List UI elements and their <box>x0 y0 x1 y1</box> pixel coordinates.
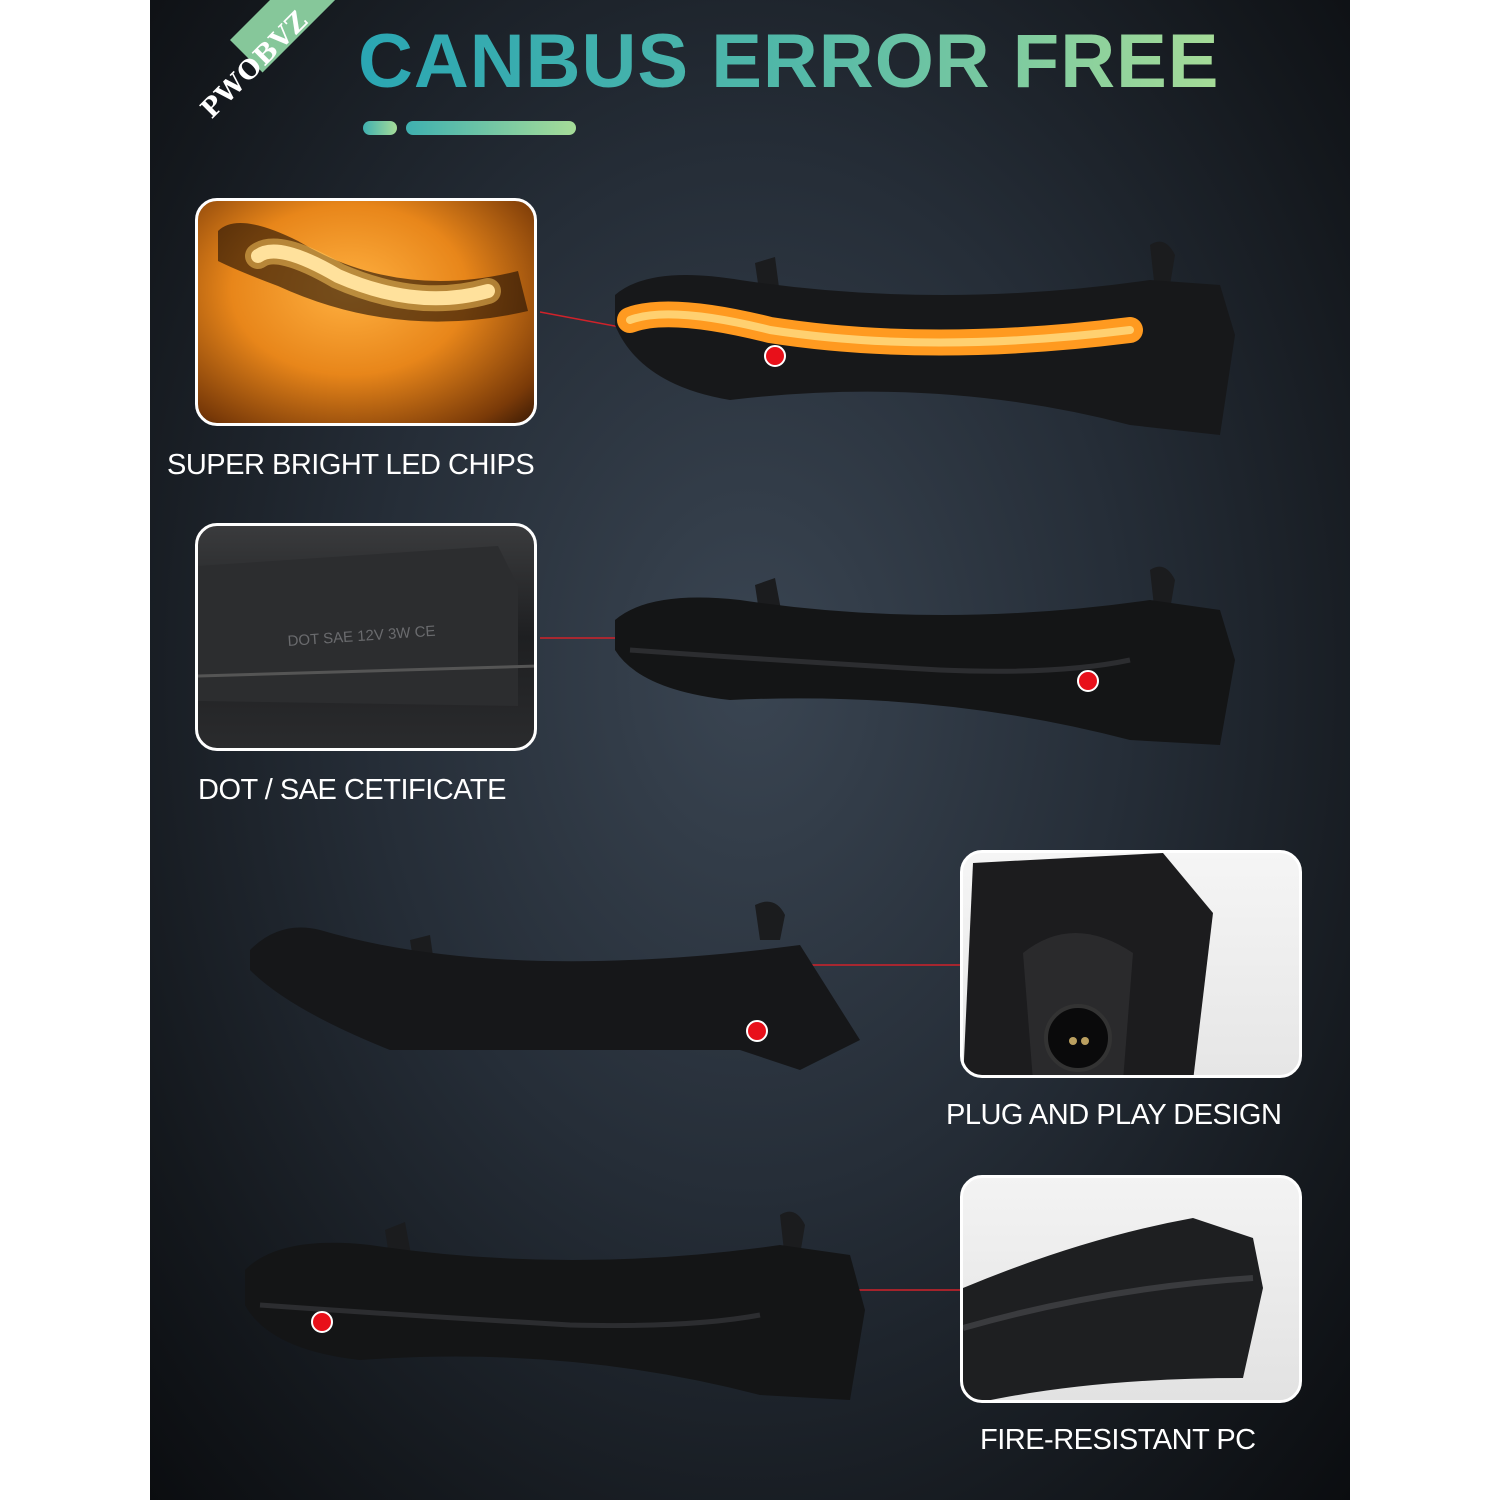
marker-dot-housing <box>311 1311 333 1333</box>
page-title: CANBUS ERROR FREE <box>358 19 1220 104</box>
title-underline-long <box>406 121 576 135</box>
lamp-rear-view <box>250 901 860 1070</box>
caption-led-chips: SUPER BRIGHT LED CHIPS <box>167 449 535 481</box>
inset-plug <box>960 850 1302 1078</box>
inset-led-chips <box>195 198 537 426</box>
lamp-marking-closeup: DOT SAE 12V 3W CE <box>198 546 534 706</box>
marker-dot-plug <box>746 1020 768 1042</box>
inset-dot-sae: DOT SAE 12V 3W CE <box>195 523 537 751</box>
caption-plug: PLUG AND PLAY DESIGN <box>946 1099 1282 1131</box>
caption-fire-resistant: FIRE-RESISTANT PC <box>980 1424 1256 1456</box>
caption-dot-sae: DOT / SAE CETIFICATE <box>198 774 506 806</box>
marker-dot-marking <box>1077 670 1099 692</box>
lamp-edge-closeup <box>963 1218 1263 1400</box>
lamp-front-view <box>245 1211 865 1400</box>
lamp-dark <box>615 566 1235 745</box>
lamp-lit <box>615 241 1235 435</box>
inset-fire-resistant <box>960 1175 1302 1403</box>
marker-dot-led <box>764 345 786 367</box>
title-underline-short <box>363 121 397 135</box>
connector-closeup <box>963 853 1213 1075</box>
lit-lamp-closeup <box>218 223 528 322</box>
